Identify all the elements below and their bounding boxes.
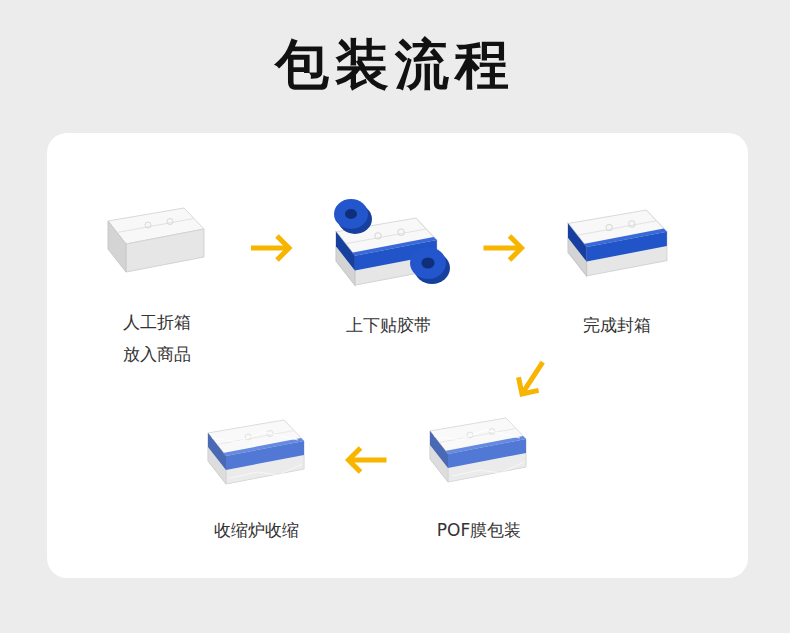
process-step: 上下贴胶带 [323,205,453,341]
process-step: 完成封箱 [552,208,682,341]
arrow-head [519,377,539,394]
arrow-shaft [484,246,522,251]
arrow-shaft [522,362,543,394]
flow-arrow [484,236,522,260]
flow-arrow [251,236,289,260]
panel [47,133,748,578]
arrow-head [277,236,289,260]
step-caption: 人工折箱 放入商品 [118,306,196,370]
flow-arrow [519,362,543,394]
process-step: POF膜包装 [414,415,544,546]
arrow-shaft [251,246,289,251]
arrow-shaft [349,458,387,463]
step-caption: 完成封箱 [552,309,682,341]
step-caption: POF膜包装 [414,514,544,546]
title: 包装流程 [0,30,790,100]
step-caption: 上下贴胶带 [323,309,453,341]
process-step: 人工折箱 放入商品 [97,208,217,370]
step-caption: 收缩炉收缩 [191,514,321,546]
flow-arrow [349,448,387,472]
process-step: 收缩炉收缩 [191,418,321,546]
arrow-head [349,448,361,472]
arrow-head [510,236,522,260]
